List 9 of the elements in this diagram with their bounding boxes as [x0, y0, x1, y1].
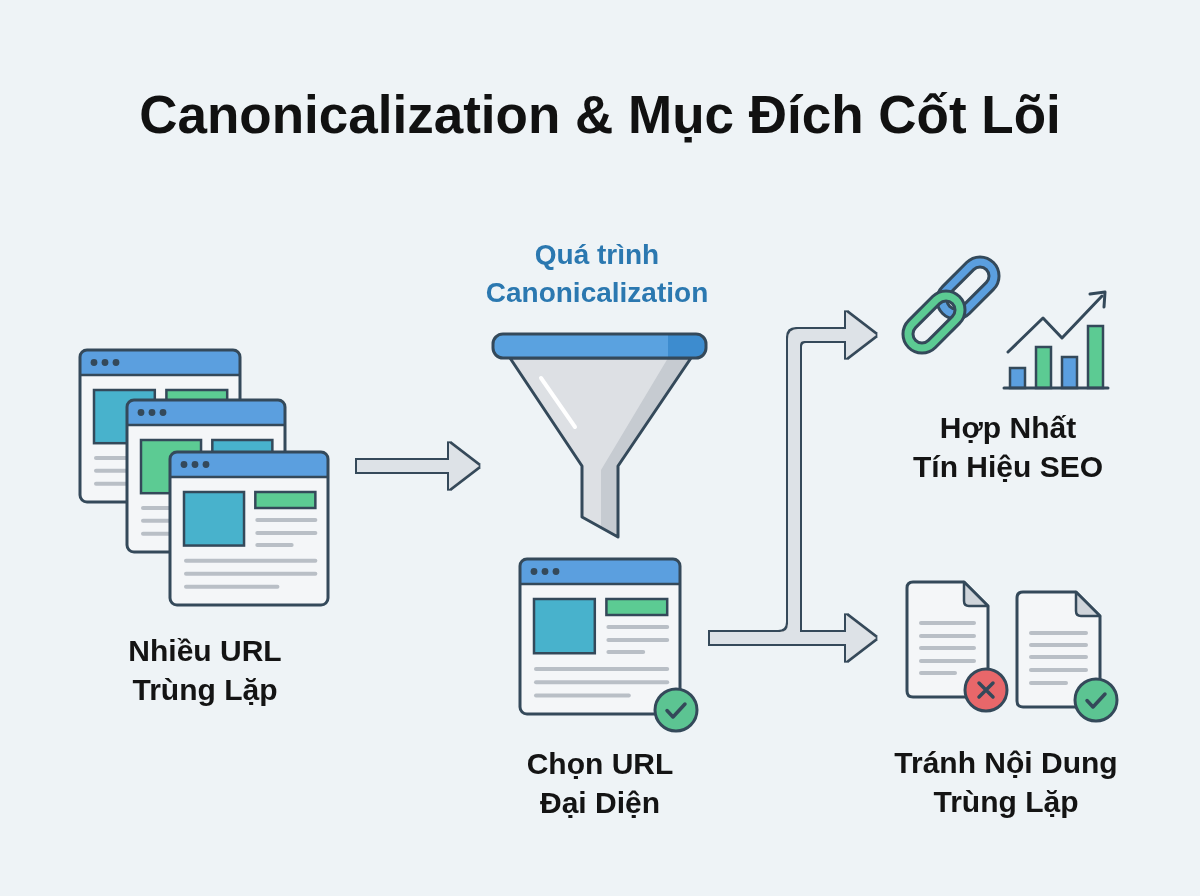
arrow — [357, 443, 479, 489]
node-label: Tránh Nội Dung Trùng Lặp — [894, 745, 1118, 820]
node-label: Nhiều URL Trùng Lặp — [128, 633, 282, 708]
arrow — [710, 615, 876, 661]
arrow — [710, 312, 876, 638]
step-heading: Quá trình Canonicalization — [485, 238, 709, 310]
node-label: Chọn URL Đại Diện — [526, 746, 674, 821]
title: Canonicalization & Mục Đích Cốt Lõi — [139, 84, 1061, 146]
node-label: Hợp Nhất Tín Hiệu SEO — [913, 410, 1103, 485]
